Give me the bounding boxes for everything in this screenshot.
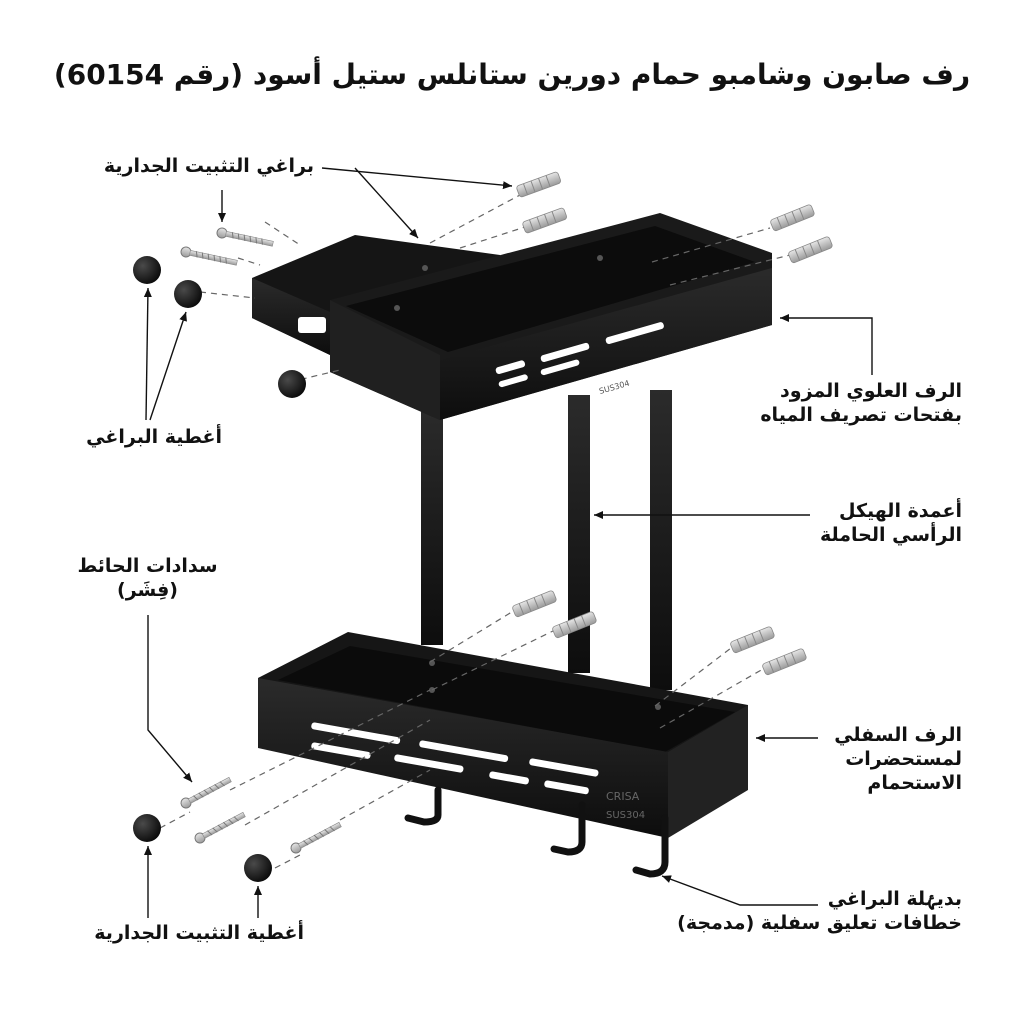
- label-columns: أعمدة الهيكل الرأسي الحاملة: [790, 500, 962, 548]
- label-top-shelf-line2: بفتحات تصريف المياه: [760, 403, 962, 426]
- wall-anchor-icon: [770, 204, 815, 232]
- label-bottom-shelf-line3: الاستحمام: [867, 771, 962, 794]
- top-shelf-side-slot: [298, 317, 326, 333]
- label-wall-anchors-line1: سدادات الحائط: [77, 555, 218, 577]
- label-wall-covers-bottom-text: أغطية التثبيت الجدارية: [94, 922, 304, 944]
- top-shelf: SUS304: [252, 213, 772, 420]
- wall-anchor-icon: [522, 207, 567, 234]
- screw-caps: [133, 256, 306, 882]
- vertical-support-columns: [421, 390, 672, 690]
- bottom-shelf-brand-mark: CRISA: [606, 790, 640, 803]
- top-shelf-front-panel: [440, 268, 772, 420]
- bottom-shelf-front-panel: [258, 678, 668, 838]
- label-bottom-shelf-line2: لمستحضرات: [845, 747, 962, 770]
- wall-anchors: [512, 171, 833, 676]
- callout-arrows: [143, 167, 873, 918]
- label-bottom-shelf: الرف السفلي لمستحضرات الاستحمام: [812, 724, 962, 795]
- label-wall-screws-top-text: براغي التثبيت الجدارية: [103, 155, 314, 177]
- label-columns-line2: الرأسي الحاملة: [819, 523, 962, 546]
- screw-cap-icon: [133, 814, 161, 842]
- diagram-title: رف صابون وشامبو حمام دورين ستانلس ستيل أ…: [53, 58, 971, 91]
- bottom-shelf-drain-slots: [311, 722, 599, 795]
- column-right: [650, 390, 672, 690]
- screw-cap-icon: [244, 854, 272, 882]
- bottom-hooks: [404, 786, 669, 878]
- label-wall-screws-top: براغي التثبيت الجدارية: [92, 155, 314, 179]
- hook-left: [404, 786, 442, 826]
- hook-middle: [550, 801, 586, 856]
- column-middle: [568, 395, 590, 673]
- top-shelf-steel-mark: SUS304: [598, 379, 631, 396]
- label-wall-anchors-line2: (فِشَر): [117, 578, 178, 601]
- label-hooks-line2: خطافات تعليق سفلية (مدمجة): [677, 911, 962, 934]
- screw-cap-icon: [133, 256, 161, 284]
- column-left: [421, 405, 443, 645]
- screw-icon: [180, 776, 232, 809]
- label-hooks-line1: بديۂلة البراغي: [827, 888, 962, 910]
- wall-screws: [180, 227, 342, 854]
- label-top-shelf-line1: الرف العلوي المزود: [780, 380, 962, 402]
- bottom-shelf-steel-mark: SUS304: [606, 810, 645, 821]
- wall-anchor-icon: [512, 590, 557, 618]
- screw-icon: [290, 821, 342, 854]
- label-screw-covers-top-text: أغطية البراغي: [86, 426, 222, 448]
- bottom-shelf: CRISA SUS304: [258, 632, 748, 838]
- label-wall-anchors: سدادات الحائط (فِشَر): [60, 555, 235, 603]
- wall-anchor-icon: [762, 648, 807, 676]
- label-top-shelf: الرف العلوي المزود بفتحات تصريف المياه: [722, 380, 962, 428]
- wall-anchor-icon: [552, 611, 597, 639]
- label-columns-line1: أعمدة الهيكل: [839, 500, 962, 522]
- assembly-guide-lines: [159, 194, 791, 869]
- top-shelf-drain-slots: [495, 322, 664, 388]
- screw-cap-icon: [174, 280, 202, 308]
- screw-icon: [194, 811, 246, 844]
- label-bottom-shelf-line1: الرف السفلي: [834, 724, 962, 746]
- label-wall-covers-bottom: أغطية التثبيت الجدارية: [62, 922, 304, 946]
- wall-anchor-icon: [516, 171, 561, 198]
- label-hooks: بديۂلة البراغي خطافات تعليق سفلية (مدمجة…: [632, 888, 962, 936]
- screw-icon: [180, 246, 238, 266]
- screw-cap-icon: [278, 370, 306, 398]
- wall-anchor-icon: [788, 236, 833, 264]
- wall-anchor-icon: [730, 626, 775, 654]
- label-screw-covers-top: أغطية البراغي: [72, 426, 222, 450]
- screw-icon: [216, 227, 274, 247]
- hook-right: [632, 814, 669, 878]
